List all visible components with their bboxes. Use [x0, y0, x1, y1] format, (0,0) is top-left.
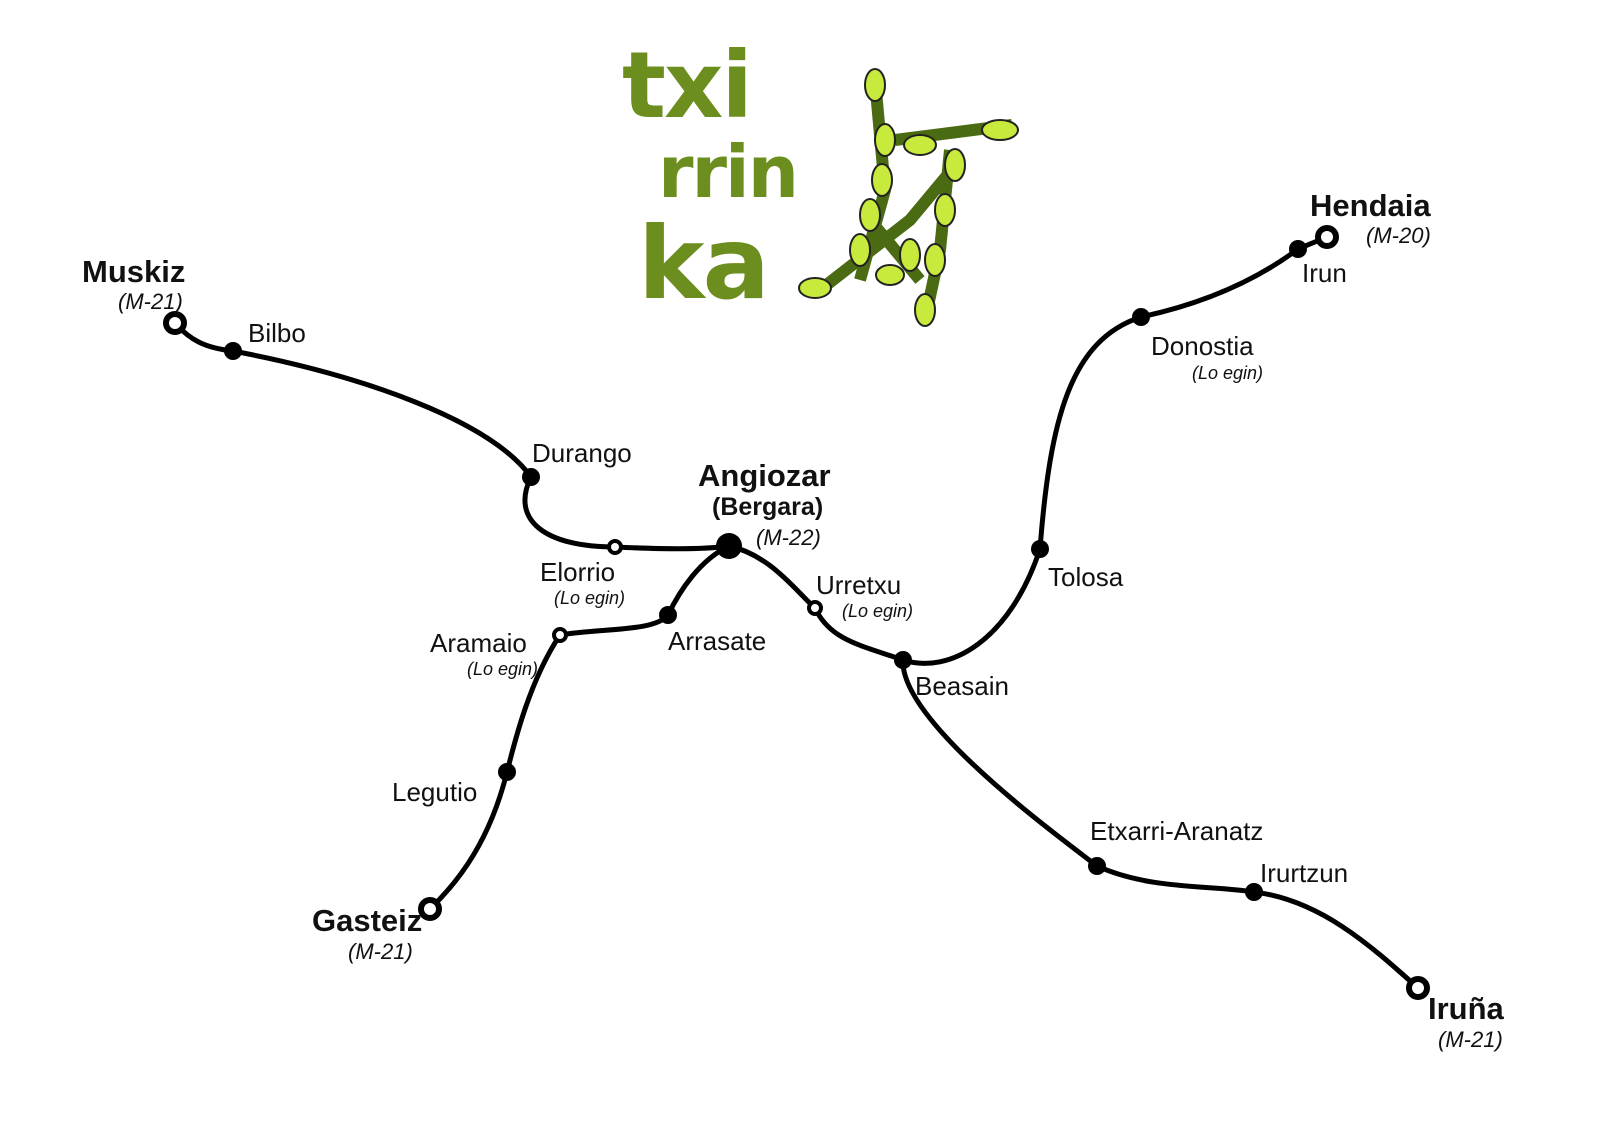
label-donostia: Donostia [1151, 331, 1254, 361]
route-beasain-iruna [900, 657, 1421, 991]
route-muskiz-angiozar [172, 320, 732, 552]
stop-elorrio[interactable] [607, 539, 623, 555]
note-elorrio: (Lo egin) [554, 588, 626, 608]
stop-arrasate[interactable] [659, 606, 677, 624]
label-gasteiz: Gasteiz [312, 903, 423, 938]
label-irurtzun: Irurtzun [1260, 858, 1349, 888]
stop-bilbo[interactable] [224, 342, 242, 360]
stop-beasain[interactable] [894, 651, 912, 669]
stop-tolosa[interactable] [1031, 540, 1049, 558]
label-urretxu: Urretxu [816, 570, 902, 600]
code-muskiz: (M-21) [118, 289, 183, 314]
stop-durango[interactable] [522, 468, 540, 486]
stop-angiozar[interactable] [716, 533, 742, 559]
route-beasain-hendaia [900, 234, 1330, 666]
label-elorrio: Elorrio [540, 557, 616, 587]
label-iruna: Iruña [1428, 991, 1504, 1026]
stop-etxarri[interactable] [1088, 857, 1106, 875]
code-gasteiz: (M-21) [348, 939, 413, 964]
label-aramaio: Aramaio [430, 628, 527, 658]
note-urretxu: (Lo egin) [842, 601, 914, 621]
stop-aramaio[interactable] [552, 627, 568, 643]
label-durango: Durango [532, 438, 632, 468]
logo-text-ka: ka [638, 205, 770, 322]
stop-donostia[interactable] [1132, 308, 1150, 326]
logo-text-rrin: rrin [658, 130, 799, 214]
note-aramaio: (Lo egin) [467, 659, 539, 679]
terminus-hendaia[interactable] [1315, 225, 1339, 249]
label-tolosa: Tolosa [1048, 562, 1124, 592]
label-legutio: Legutio [392, 777, 478, 807]
code-hendaia: (M-20) [1366, 223, 1431, 248]
terminus-iruna[interactable] [1406, 976, 1430, 1000]
route-angiozar-gasteiz [427, 543, 732, 912]
code-iruna: (M-21) [1438, 1027, 1503, 1052]
chain-logo-icon [798, 68, 1019, 327]
terminus-muskiz[interactable] [163, 311, 187, 335]
label-irun: Irun [1302, 258, 1347, 288]
stop-irurtzun[interactable] [1245, 883, 1263, 901]
label-arrasate: Arrasate [668, 626, 767, 656]
label-beasain: Beasain [915, 671, 1009, 701]
note-donostia: (Lo egin) [1192, 363, 1264, 383]
stop-irun[interactable] [1289, 240, 1307, 258]
label-bilbo: Bilbo [248, 318, 306, 348]
label-muskiz: Muskiz [82, 254, 186, 289]
logo-text-txi: txi [622, 32, 753, 139]
code-angiozar: (M-22) [756, 525, 821, 550]
label-etxarri: Etxarri-Aranatz [1090, 816, 1264, 846]
stop-legutio[interactable] [498, 763, 516, 781]
terminus-gasteiz[interactable] [418, 897, 442, 921]
stop-urretxu[interactable] [807, 600, 823, 616]
label-hendaia: Hendaia [1310, 188, 1431, 223]
label-angiozar: Angiozar [698, 458, 831, 493]
label-bergara: (Bergara) [712, 493, 824, 521]
